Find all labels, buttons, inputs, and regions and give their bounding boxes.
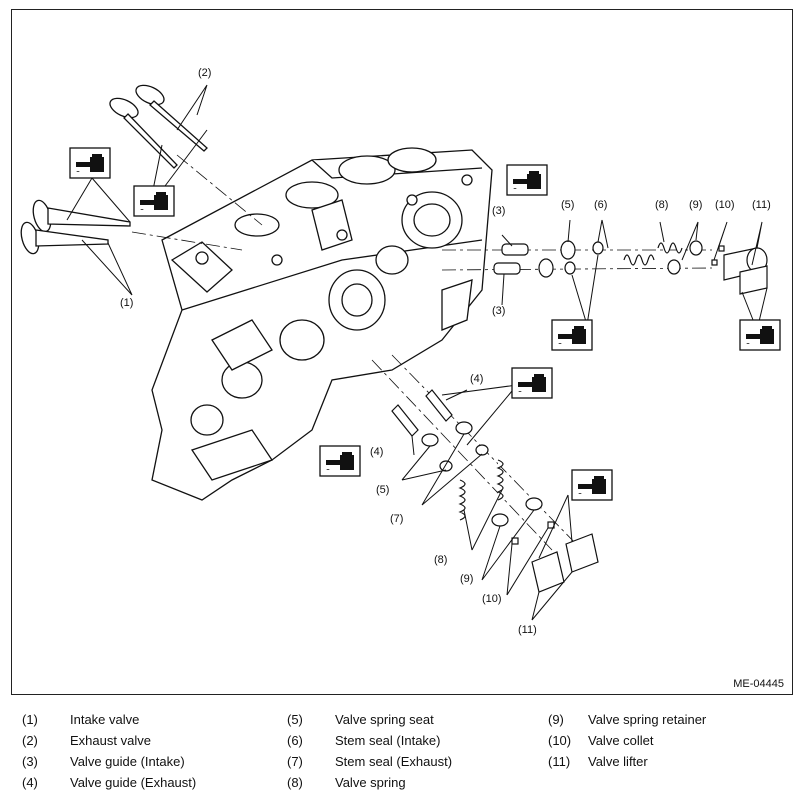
diagram-frame: (1) (2) (3) (3) (4) (4) (5) (5) (6) (7) … — [11, 9, 793, 695]
oil-can-icon — [133, 185, 175, 217]
callout-11: (11) — [752, 199, 771, 211]
callout-10: (10) — [715, 199, 735, 211]
legend-item: (6)Stem seal (Intake) — [287, 733, 441, 748]
callout-1: (1) — [120, 297, 133, 309]
callout-9: (9) — [460, 573, 473, 585]
parts-legend: (1)Intake valve (2)Exhaust valve (3)Valv… — [0, 711, 806, 799]
callout-3: (3) — [492, 305, 505, 317]
figure-id: ME-04445 — [733, 678, 784, 690]
callout-10: (10) — [482, 593, 502, 605]
legend-item: (8)Valve spring — [287, 775, 406, 790]
legend-item: (5)Valve spring seat — [287, 712, 434, 727]
legend-item: (7)Stem seal (Exhaust) — [287, 754, 453, 769]
exhaust-valves — [109, 84, 208, 169]
callout-7: (7) — [390, 513, 403, 525]
callout-8: (8) — [655, 199, 668, 211]
callout-2: (2) — [198, 67, 211, 79]
exploded-view-drawing: (1) (2) (3) (3) (4) (4) (5) (5) (6) (7) … — [20, 67, 781, 636]
callout-4: (4) — [470, 373, 483, 385]
callout-8: (8) — [434, 554, 447, 566]
legend-item: (11)Valve lifter — [548, 754, 648, 769]
oil-can-icon — [739, 319, 781, 351]
callout-4: (4) — [370, 446, 383, 458]
legend-item: (1)Intake valve — [22, 712, 140, 727]
callout-5: (5) — [561, 199, 574, 211]
oil-can-icon — [319, 445, 361, 477]
legend-item: (2)Exhaust valve — [22, 733, 151, 748]
legend-item: (10)Valve collet — [548, 733, 654, 748]
oil-can-icon — [506, 164, 548, 196]
intake-component-stack — [493, 240, 768, 295]
intake-valves — [20, 199, 131, 255]
oil-can-icon — [511, 367, 553, 399]
oil-can-icon — [69, 147, 111, 179]
cylinder-head — [151, 147, 493, 501]
legend-item: (4)Valve guide (Exhaust) — [22, 775, 197, 790]
callout-9: (9) — [689, 199, 702, 211]
callout-3: (3) — [492, 205, 505, 217]
callout-6: (6) — [594, 199, 607, 211]
legend-item: (3)Valve guide (Intake) — [22, 754, 185, 769]
callout-11: (11) — [518, 624, 537, 636]
oil-can-icon — [551, 319, 593, 351]
callout-5: (5) — [376, 484, 389, 496]
legend-item: (9)Valve spring retainer — [548, 712, 707, 727]
oil-can-icon — [571, 469, 613, 501]
